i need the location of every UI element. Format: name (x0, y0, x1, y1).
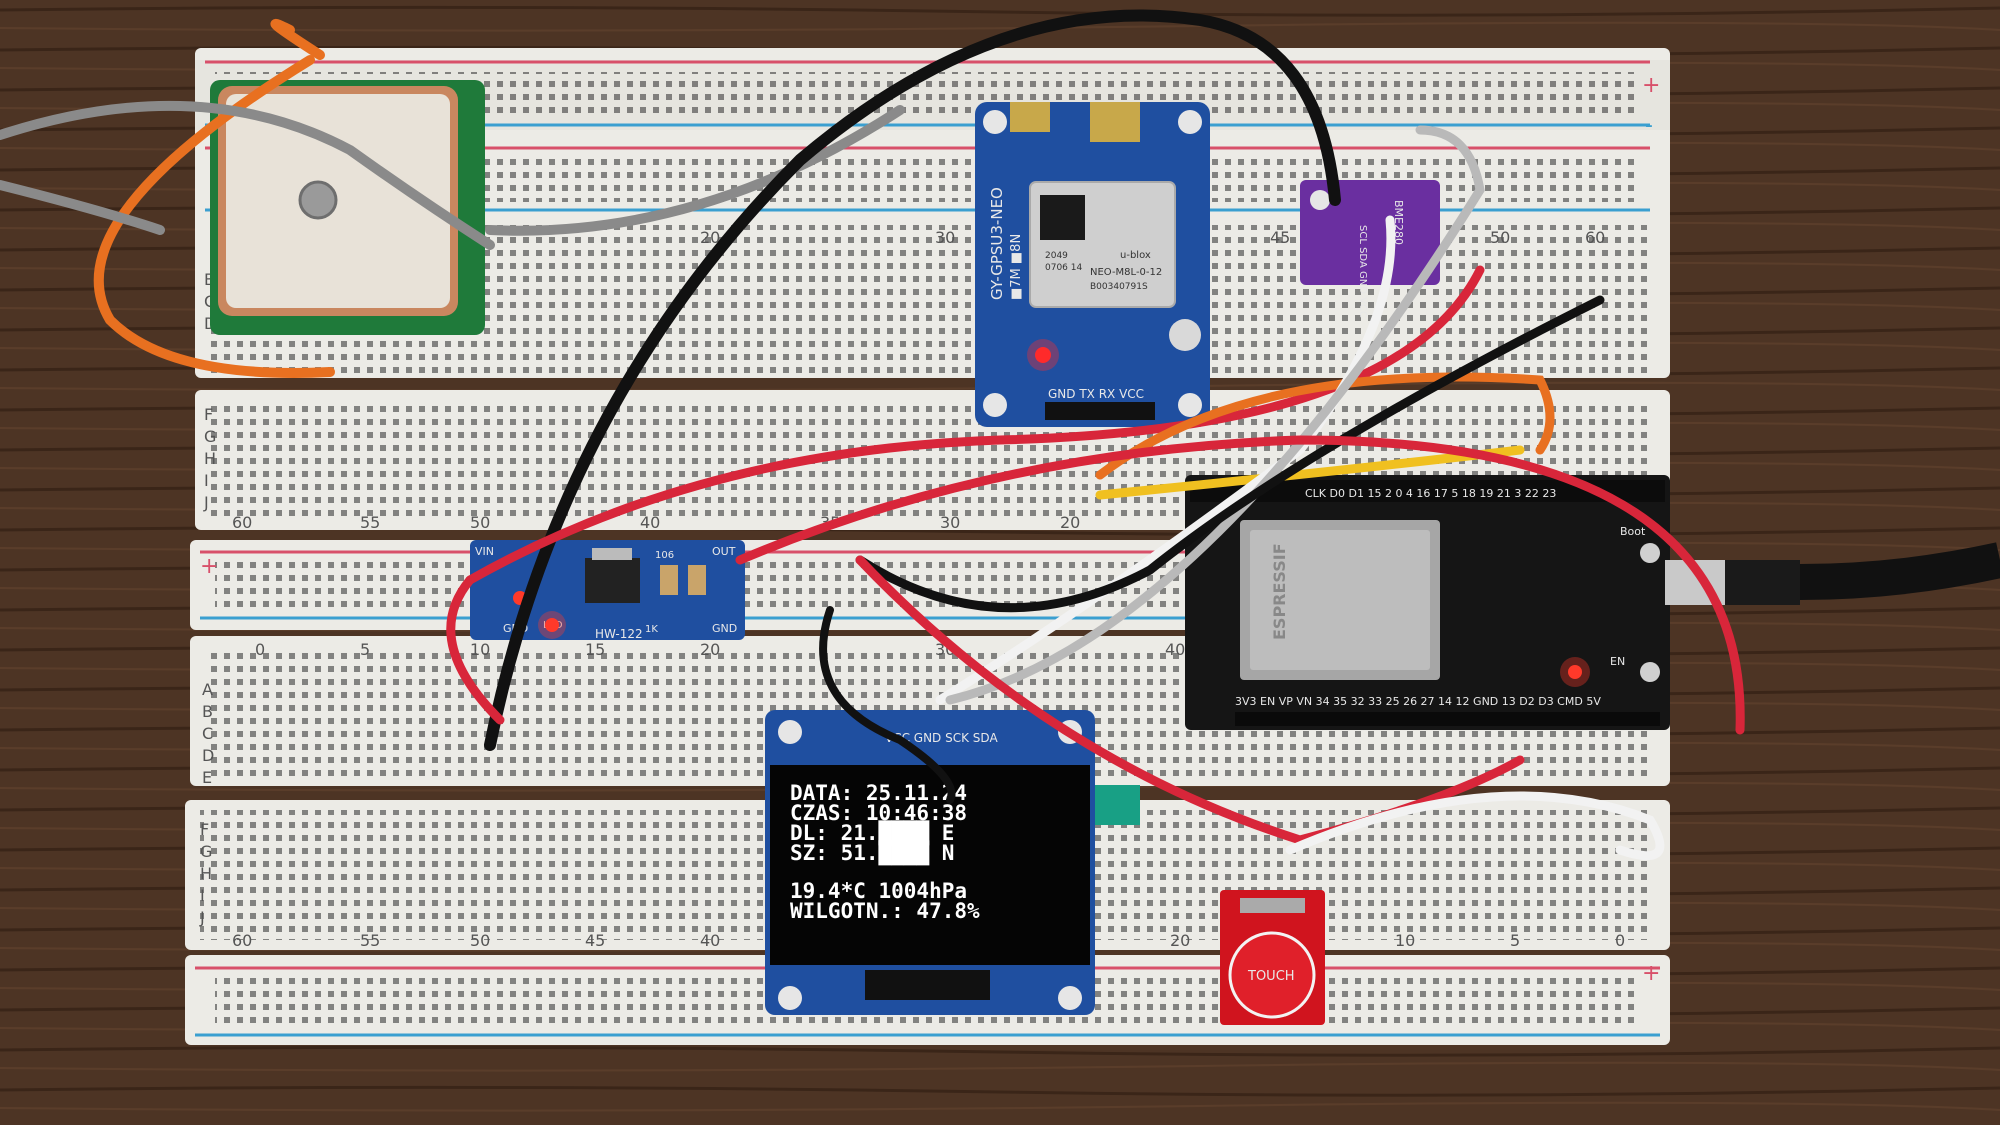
hw122-regulator: VIN OUT GND GND HW-122 LED 106 1K (470, 540, 745, 641)
row-letter-f2: F (200, 820, 209, 839)
reg-led-2 (545, 618, 559, 632)
gps-patch-antenna (210, 80, 485, 335)
num-bot-0: 0 (1615, 931, 1625, 950)
esp32-top-pins: CLK D0 D1 15 2 0 4 16 17 5 18 19 21 3 22… (1305, 487, 1556, 500)
num-50: 50 (1490, 228, 1510, 247)
num-bot-55: 55 (360, 931, 380, 950)
gps-module: u-blox NEO-M8L-0-12 B00340791S 2049 0706… (975, 102, 1210, 427)
jumper-wires (0, 9, 1745, 861)
esp32-red-led (1568, 665, 1582, 679)
reg-gnd-right: GND (712, 622, 737, 635)
reg-name: HW-122 (595, 627, 643, 641)
num-bot-45: 45 (585, 931, 605, 950)
num-bot-10: 10 (1395, 931, 1415, 950)
touch-sensor: TOUCH (1220, 890, 1325, 1025)
esp32-boot-label: Boot (1620, 525, 1646, 538)
num-bot-50: 50 (470, 931, 490, 950)
oled-line-date: DATA: 25.11.24 (790, 781, 967, 805)
num-45: 45 (1270, 228, 1290, 247)
oled-display: VCC GND SCK SDA DATA: 25.11.24 CZAS: 10:… (765, 710, 1140, 1015)
bme280-sensor: BME280 SCL SDA GND VCC (1300, 180, 1440, 318)
num-30: 30 (935, 228, 955, 247)
reg-out: OUT (712, 545, 736, 558)
sensor-pin-labels: SCL SDA GND VCC (1357, 225, 1368, 318)
num-mid-30: 30 (940, 513, 960, 532)
touch-label: TOUCH (1247, 969, 1295, 984)
num-row2-5: 5 (360, 640, 370, 659)
touch-pad[interactable] (1228, 931, 1316, 1019)
num-60: 60 (1585, 228, 1605, 247)
oled-pin-labels: VCC GND SCK SDA (885, 731, 998, 745)
gps-red-led (1035, 347, 1051, 363)
row-letter-j: J (203, 493, 209, 512)
num-bot-5: 5 (1510, 931, 1520, 950)
num-row2-15: 15 (585, 640, 605, 659)
row-letter-e2: E (202, 768, 212, 787)
gps-chip-serial: B00340791S (1090, 282, 1148, 292)
row-letter-g: G (204, 427, 216, 446)
rail-plus-bot: + (1642, 961, 1660, 986)
row-letter-b: B (204, 270, 215, 289)
reg-r2: 1K (645, 624, 658, 635)
num-bot-60: 60 (232, 931, 252, 950)
en-button[interactable] (1640, 662, 1660, 682)
rail-plus-mid: + (200, 554, 218, 579)
esp32-brand: ESPRESSIF (1270, 543, 1289, 640)
row-letter-c: C (204, 292, 215, 311)
num-mid-55: 55 (360, 513, 380, 532)
reg-r1: 106 (655, 550, 674, 561)
gps-chip-brand: u-blox (1120, 250, 1151, 261)
row-letter-d2: D (202, 746, 214, 765)
gps-chip-model: NEO-M8L-0-12 (1090, 267, 1162, 278)
num-mid-50: 50 (470, 513, 490, 532)
row-letter-h2: H (200, 864, 212, 883)
esp32-bottom-pins: 3V3 EN VP VN 34 35 32 33 25 26 27 14 12 … (1235, 695, 1601, 708)
row-letter-f: F (204, 405, 213, 424)
row-letter-j2: J (199, 908, 205, 927)
num-mid-40: 40 (640, 513, 660, 532)
rail-minus-top: - (1645, 113, 1653, 138)
gps-module-name: GY-GPSU3-NEO (988, 187, 1006, 300)
num-row2-20: 20 (700, 640, 720, 659)
boot-button[interactable] (1640, 543, 1660, 563)
num-bot-20: 20 (1170, 931, 1190, 950)
gps-chip-date: 0706 14 (1045, 263, 1082, 273)
row-letter-i2: I (200, 886, 205, 905)
reg-vin: VIN (475, 545, 494, 558)
num-20: 20 (700, 228, 720, 247)
num-bot-40: 40 (700, 931, 720, 950)
row-letter-i: I (204, 471, 209, 490)
gps-module-sub: ■7M ■8N (1009, 234, 1024, 300)
num-mid-60: 60 (232, 513, 252, 532)
row-letter-c2: C (202, 724, 213, 743)
rail-plus-top: + (1642, 73, 1660, 98)
row-letter-h: H (204, 449, 216, 468)
oled-screen (770, 765, 1090, 965)
num-row2-40: 40 (1165, 640, 1185, 659)
esp32-board: CLK D0 D1 15 2 0 4 16 17 5 18 19 21 3 22… (1185, 475, 2000, 730)
num-mid-20: 20 (1060, 513, 1080, 532)
row-letter-a: A (202, 680, 213, 699)
esp32-en-label: EN (1610, 655, 1625, 668)
row-letter-g2: G (200, 842, 212, 861)
oled-line-time: CZAS: 10:46:38 (790, 801, 967, 825)
row-letter-b2: B (202, 702, 213, 721)
gps-pin-labels: GND TX RX VCC (1048, 387, 1144, 401)
oled-line-humidity: WILGOTN.: 47.8% (790, 899, 980, 923)
oled-line-latitude: SZ: 51.████ N (790, 840, 954, 866)
oled-line-temp-pressure: 19.4*C 1004hPa (790, 879, 967, 903)
num-row2-10: 10 (470, 640, 490, 659)
num-row2-0: 0 (255, 640, 265, 659)
oled-line-longitude: DL: 21.████ E (790, 820, 954, 846)
gps-chip-year: 2049 (1045, 251, 1068, 261)
